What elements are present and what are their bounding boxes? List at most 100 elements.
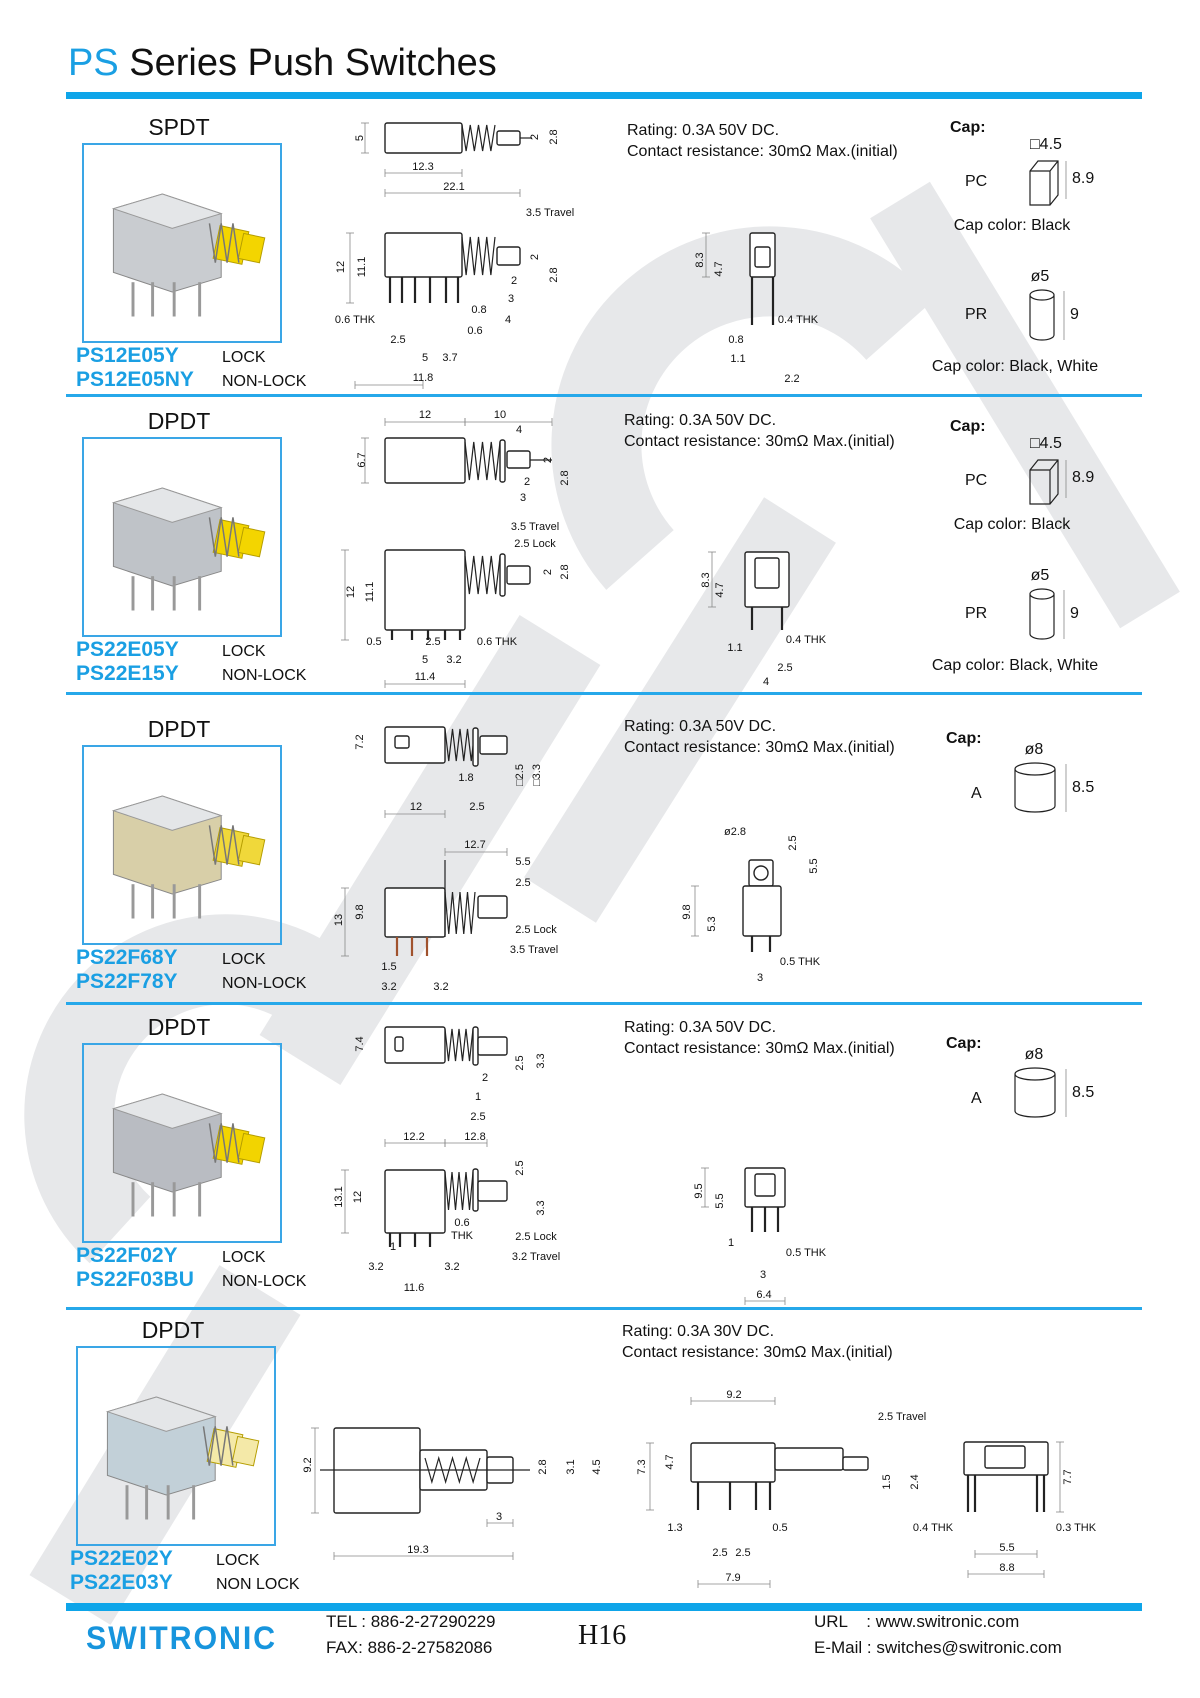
cap-height: 8.5 (1072, 1084, 1094, 1101)
dimension-label: 5.5 (714, 1193, 726, 1208)
dimension-label: 2.8 (548, 267, 560, 282)
dimension-label: 0.5 (366, 636, 381, 648)
spring (444, 1171, 474, 1211)
page-number: H16 (578, 1620, 627, 1651)
dimension-label: 12.8 (464, 1131, 485, 1143)
dimension-label: 6.4 (756, 1289, 771, 1301)
dimension-label: 2.5 (514, 1055, 526, 1070)
cap-title: Cap: (946, 1035, 982, 1052)
dimension-label: □2.5 (514, 764, 526, 786)
dimension-label: 9.8 (681, 904, 693, 919)
dimension-label: 9.2 (302, 1457, 314, 1472)
dimension-label: 7.4 (354, 1036, 366, 1051)
window (394, 1036, 404, 1052)
product-photo (111, 1093, 266, 1217)
dimension-label: 2.5 (735, 1547, 750, 1559)
dimension-label: 5 (354, 135, 366, 141)
cap-color: Cap color: Black (954, 217, 1071, 234)
part-model: PS22F68Y (76, 946, 178, 969)
mid-view-body (690, 1442, 776, 1483)
dimension-label: 5 (422, 654, 428, 666)
dimension-label: THK (451, 1230, 474, 1242)
end-view-window (984, 1445, 1026, 1469)
product-photo (111, 487, 266, 611)
footer-tel: TEL : 886-2-27290229 (326, 1612, 496, 1631)
rating-text: Rating: 0.3A 50V DC. (627, 122, 780, 139)
dimension-label: 3.2 (444, 1261, 459, 1273)
dimension-label: 2 (529, 134, 541, 140)
product-photo-frame (82, 1043, 282, 1243)
dimension-label: 0.3 THK (1056, 1522, 1097, 1534)
dimension-label: 2.5 Lock (515, 924, 557, 936)
dimension-label: 3.7 (442, 352, 457, 364)
product-photo (105, 1396, 260, 1520)
spring (444, 891, 476, 935)
dimension-label: 0.5 (772, 1522, 787, 1534)
spring (444, 1028, 474, 1062)
cap-size: □4.5 (1030, 435, 1062, 452)
dimension-label: 2.5 Travel (878, 1411, 926, 1423)
dimension-label: 2.5 (469, 801, 484, 813)
dimension-label: 8.8 (999, 1562, 1014, 1574)
dimension-label: 1 (475, 1091, 481, 1103)
footer-fax: FAX: 886-2-27582086 (326, 1638, 493, 1657)
cap-title: Cap: (950, 119, 986, 136)
cap-height: 8.9 (1072, 469, 1094, 486)
cap-size: ø5 (1031, 268, 1050, 285)
footer-url[interactable]: URL : www.switronic.com (814, 1612, 1020, 1631)
footer-email[interactable]: E-Mail : switches@switronic.com (814, 1638, 1062, 1657)
cap-title: Cap: (946, 730, 982, 747)
window (394, 735, 410, 749)
cap-height: 9 (1070, 306, 1079, 323)
spring (464, 441, 501, 481)
cap-size: □4.5 (1030, 136, 1062, 153)
footer-rule (66, 1603, 1142, 1611)
part-mode: LOCK (222, 349, 266, 366)
round-cap-icon (1029, 588, 1055, 640)
mount-hole (753, 865, 769, 881)
dimension-label: 3.5 Travel (511, 521, 559, 533)
cap-color: Cap color: Black, White (932, 358, 1098, 375)
dimension-label: 12 (352, 1191, 364, 1203)
end-view-window (754, 246, 771, 268)
dimension-label: 13.1 (333, 1186, 345, 1207)
dimension-label: 9.5 (693, 1183, 705, 1198)
dimension-label: □3.3 (531, 764, 543, 786)
dimension-label: 4.7 (713, 261, 725, 276)
dimension-label: 1.5 (881, 1474, 893, 1489)
dimension-label: 8.3 (700, 572, 712, 587)
part-model: PS22E05Y (76, 638, 179, 661)
dimension-label: 11.8 (413, 372, 434, 384)
product-photo-frame (76, 1346, 276, 1546)
dimension-label: 2.5 (712, 1547, 727, 1559)
dimension-label: 12 (410, 801, 422, 813)
contact-resistance-text: Contact resistance: 30mΩ Max.(initial) (622, 1344, 893, 1361)
dimension-label: 12.2 (403, 1131, 424, 1143)
dimension-label: 6.7 (356, 452, 368, 467)
cap-size: ø5 (1031, 567, 1050, 584)
spring (461, 124, 496, 152)
dimension-label: 2 (524, 476, 530, 488)
dimension-label: 11.1 (364, 582, 376, 603)
part-model: PS22F03BU (76, 1268, 194, 1291)
dimension-label: 0.4 THK (778, 314, 819, 326)
dimension-label: 4.7 (664, 1454, 676, 1469)
dimension-label: 5.5 (999, 1542, 1014, 1554)
top-view-body (384, 726, 446, 764)
flange (472, 727, 479, 767)
dimension-label: 12.7 (464, 839, 485, 851)
dimension-label: 4.7 (714, 582, 726, 597)
side-view-body (384, 887, 446, 938)
square-cap-icon (1029, 459, 1059, 505)
dimension-label: 2 (511, 275, 517, 287)
dimension-label: 0.6 THK (335, 314, 376, 326)
dimension-label: ø2.8 (724, 826, 746, 838)
